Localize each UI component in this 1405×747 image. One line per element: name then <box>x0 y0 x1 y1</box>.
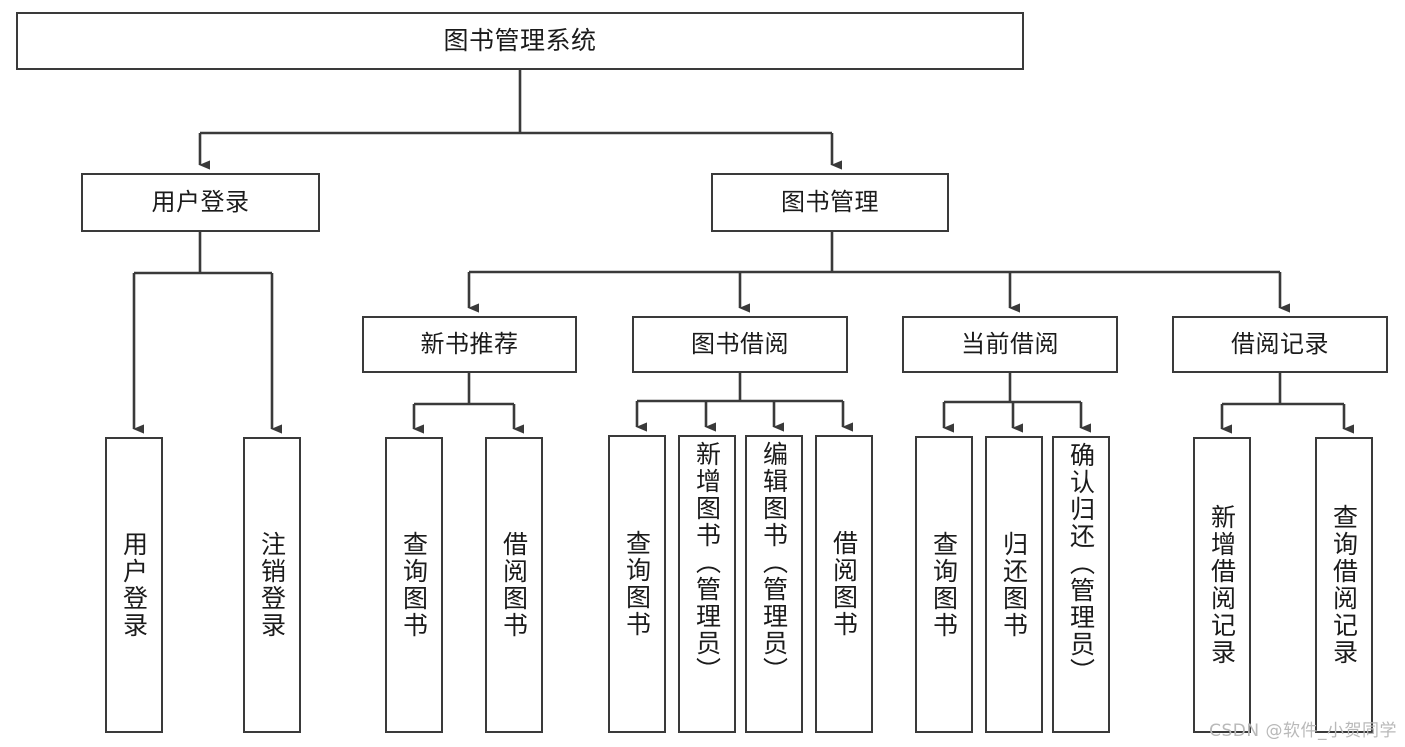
node-label-leaf-return-book: 归还图书 <box>999 530 1029 639</box>
node-leaf-query-record[interactable]: 查询借阅记录 <box>1315 437 1373 733</box>
node-label-leaf-user-login: 用户登录 <box>119 531 149 639</box>
node-label-new-book-recommend: 新书推荐 <box>420 330 519 359</box>
node-label-book-manage: 图书管理 <box>781 188 879 217</box>
node-leaf-edit-book[interactable]: 编辑图书（管理员） <box>745 435 803 733</box>
node-label-leaf-add-book: 新增图书（管理员） <box>692 441 722 684</box>
node-label-current-borrow: 当前借阅 <box>961 330 1059 359</box>
node-leaf-confirm-return[interactable]: 确认归还（管理员） <box>1052 436 1110 733</box>
node-label-leaf-edit-book: 编辑图书（管理员） <box>759 441 789 684</box>
node-root-book-management-system[interactable]: 图书管理系统 <box>16 12 1024 70</box>
node-leaf-user-login[interactable]: 用户登录 <box>105 437 163 733</box>
node-label-leaf-borrow-book-2: 借阅图书 <box>829 530 859 638</box>
node-current-borrow[interactable]: 当前借阅 <box>902 316 1118 373</box>
node-leaf-add-book[interactable]: 新增图书（管理员） <box>678 435 736 733</box>
node-leaf-return-book[interactable]: 归还图书 <box>985 436 1043 733</box>
node-label-leaf-confirm-return: 确认归还（管理员） <box>1066 442 1096 685</box>
node-label-book-borrow: 图书借阅 <box>691 330 789 359</box>
node-leaf-borrow-book-2[interactable]: 借阅图书 <box>815 435 873 733</box>
node-label-leaf-borrow-book-1: 借阅图书 <box>499 531 529 639</box>
node-new-book-recommend[interactable]: 新书推荐 <box>362 316 577 373</box>
watermark-text: CSDN @软件_小贺同学 <box>1209 721 1397 741</box>
node-user-login[interactable]: 用户登录 <box>81 173 320 232</box>
node-label-leaf-query-record: 查询借阅记录 <box>1329 504 1359 666</box>
node-leaf-query-book-1[interactable]: 查询图书 <box>385 437 443 733</box>
node-book-manage[interactable]: 图书管理 <box>711 173 949 232</box>
node-label-leaf-user-logout: 注销登录 <box>257 531 287 639</box>
node-leaf-user-logout[interactable]: 注销登录 <box>243 437 301 733</box>
node-label-root: 图书管理系统 <box>443 26 597 55</box>
node-leaf-query-book-3[interactable]: 查询图书 <box>915 436 973 733</box>
node-leaf-add-record[interactable]: 新增借阅记录 <box>1193 437 1251 733</box>
node-label-leaf-query-book-1: 查询图书 <box>399 531 429 639</box>
node-label-borrow-record: 借阅记录 <box>1231 330 1329 359</box>
node-book-borrow[interactable]: 图书借阅 <box>632 316 848 373</box>
node-label-leaf-query-book-3: 查询图书 <box>929 530 959 639</box>
node-leaf-query-book-2[interactable]: 查询图书 <box>608 435 666 733</box>
node-label-user-login: 用户登录 <box>151 188 250 217</box>
node-label-leaf-add-record: 新增借阅记录 <box>1207 504 1237 666</box>
node-borrow-record[interactable]: 借阅记录 <box>1172 316 1388 373</box>
node-leaf-borrow-book-1[interactable]: 借阅图书 <box>485 437 543 733</box>
node-label-leaf-query-book-2: 查询图书 <box>622 530 652 638</box>
